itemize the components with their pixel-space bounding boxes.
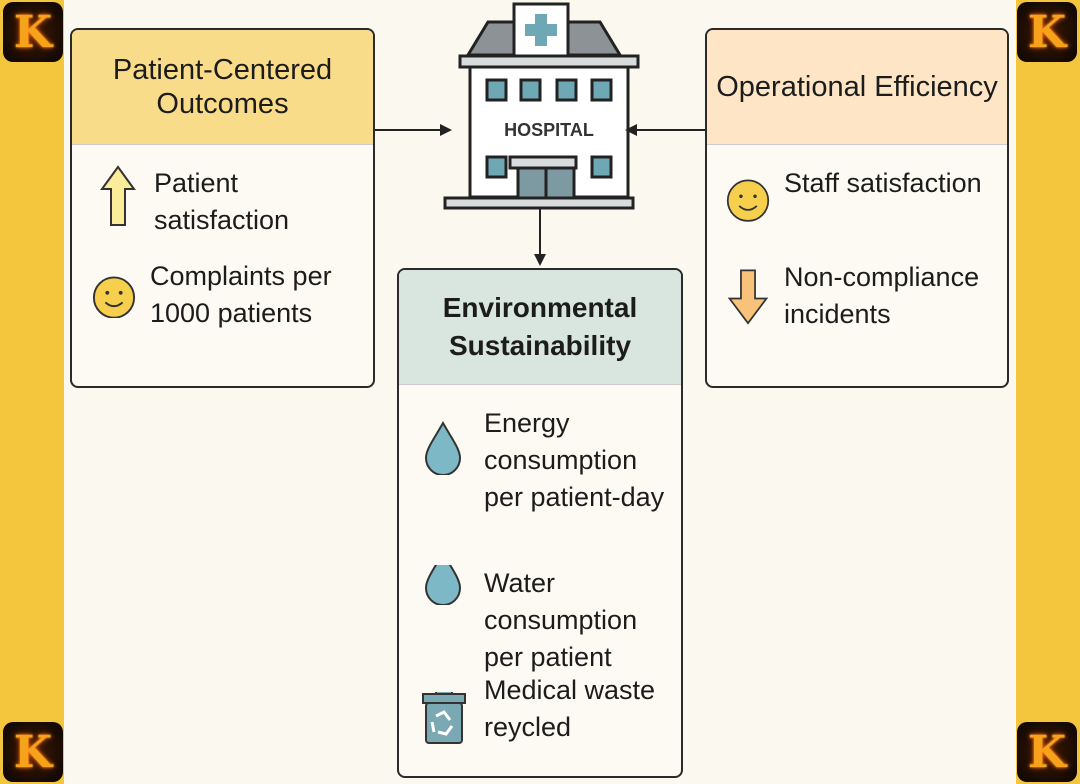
box-title: Patient-Centered Outcomes — [72, 30, 373, 145]
connector-arrow — [375, 129, 445, 131]
smiley-icon — [92, 258, 136, 318]
box-title: Operational Efficiency — [707, 30, 1007, 145]
item-label: Water consumption per patient — [484, 568, 638, 672]
list-item: Medical waste reycled — [416, 675, 681, 764]
list-item: Water consumption per patient — [416, 565, 681, 676]
list-item: Energy consumption per patient-day — [416, 405, 681, 516]
item-label: Medical waste reycled — [484, 675, 656, 742]
arrow-head — [625, 124, 637, 136]
arrow-head — [440, 124, 452, 136]
hospital-icon: HOSPITAL — [443, 2, 640, 210]
up-arrow-icon — [96, 165, 140, 227]
water-drop-icon — [416, 405, 470, 475]
k-logo: K — [1017, 722, 1077, 782]
connector-arrow — [539, 208, 541, 258]
item-label: Staff satisfaction — [784, 168, 982, 198]
hospital-label: HOSPITAL — [504, 120, 594, 140]
smiley-icon — [726, 165, 770, 231]
k-logo: K — [3, 722, 63, 782]
list-item: Staff satisfaction — [726, 165, 996, 231]
item-label: Non-compliance incidents — [784, 262, 980, 329]
list-item: Patient satisfaction — [96, 165, 356, 239]
water-drop-icon — [416, 565, 470, 605]
connector-arrow — [630, 129, 705, 131]
recycle-bin-icon — [416, 692, 470, 764]
k-logo: K — [1017, 2, 1077, 62]
item-label: Complaints per 1000 patients — [150, 261, 332, 328]
box-title: Environmental Sustainability — [399, 270, 681, 385]
k-logo: K — [3, 2, 63, 62]
arrow-head — [534, 254, 546, 266]
operational-efficiency-box: Operational Efficiency — [705, 28, 1009, 388]
down-arrow-icon — [726, 259, 770, 331]
item-label: Patient satisfaction — [154, 168, 290, 235]
list-item: Complaints per 1000 patients — [92, 258, 352, 332]
list-item: Non-compliance incidents — [726, 259, 996, 333]
item-label: Energy consumption per patient-day — [484, 408, 665, 512]
